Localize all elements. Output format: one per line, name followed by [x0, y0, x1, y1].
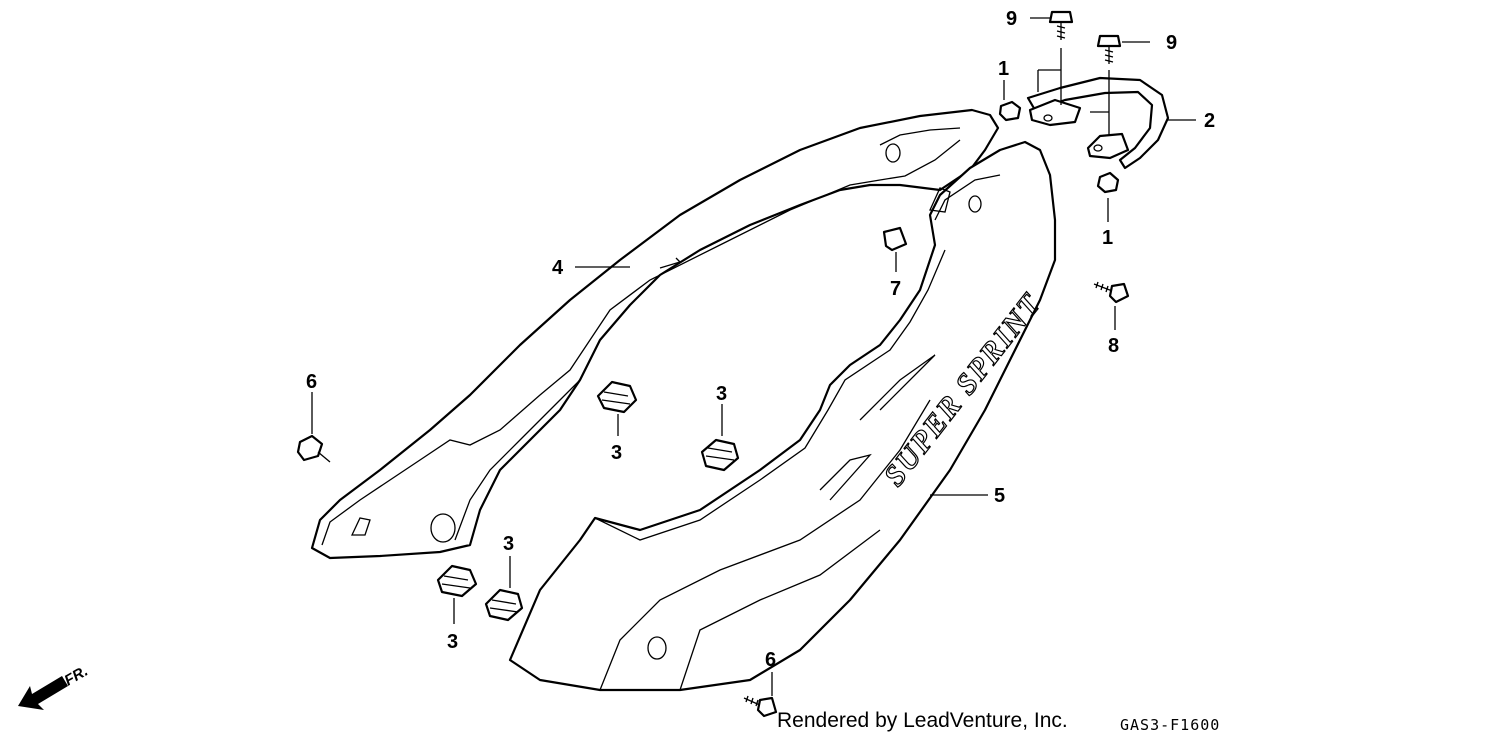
grab-rail-part-2	[1026, 76, 1170, 170]
screw-6-bottom	[743, 695, 778, 718]
leader-lines	[311, 17, 1196, 696]
bolt-9-right	[1096, 34, 1122, 64]
screw-part-8	[1093, 281, 1130, 304]
diagram-code: GAS3-F1600	[1120, 716, 1220, 734]
grommet-3-c	[436, 564, 478, 598]
bolt-9-left	[1048, 10, 1074, 40]
callout-3-mid: 3	[611, 442, 622, 464]
callout-2: 2	[1204, 110, 1215, 132]
callout-3-lower-left: 3	[447, 631, 458, 653]
callout-8: 8	[1108, 335, 1119, 357]
callout-5: 5	[994, 485, 1005, 507]
callout-1-top: 1	[998, 58, 1009, 80]
callout-9-right: 9	[1166, 32, 1177, 54]
inner-cowl-part-4	[310, 108, 1000, 560]
callout-4: 4	[552, 257, 564, 279]
grommet-3-b	[700, 438, 740, 472]
front-direction-arrow: FR.	[18, 663, 91, 710]
callout-7: 7	[890, 278, 901, 300]
grommet-3-d	[484, 588, 524, 622]
outer-cowl-part-5: SUPER SPRINT	[508, 140, 1057, 692]
callout-9-left: 9	[1006, 8, 1017, 30]
callout-6-left: 6	[306, 371, 317, 393]
nut-1-bottom	[1096, 171, 1120, 194]
screw-6-left	[296, 434, 331, 463]
callout-3-lower-right: 3	[503, 533, 514, 555]
callout-3-upper: 3	[716, 383, 727, 405]
callout-1-bottom: 1	[1102, 227, 1113, 249]
nut-1-top	[998, 100, 1022, 122]
grommet-3-a	[596, 380, 638, 414]
render-credit: Rendered by LeadVenture, Inc.	[777, 709, 1068, 732]
callout-6-bottom: 6	[765, 649, 776, 671]
clip-part-7	[882, 226, 908, 252]
